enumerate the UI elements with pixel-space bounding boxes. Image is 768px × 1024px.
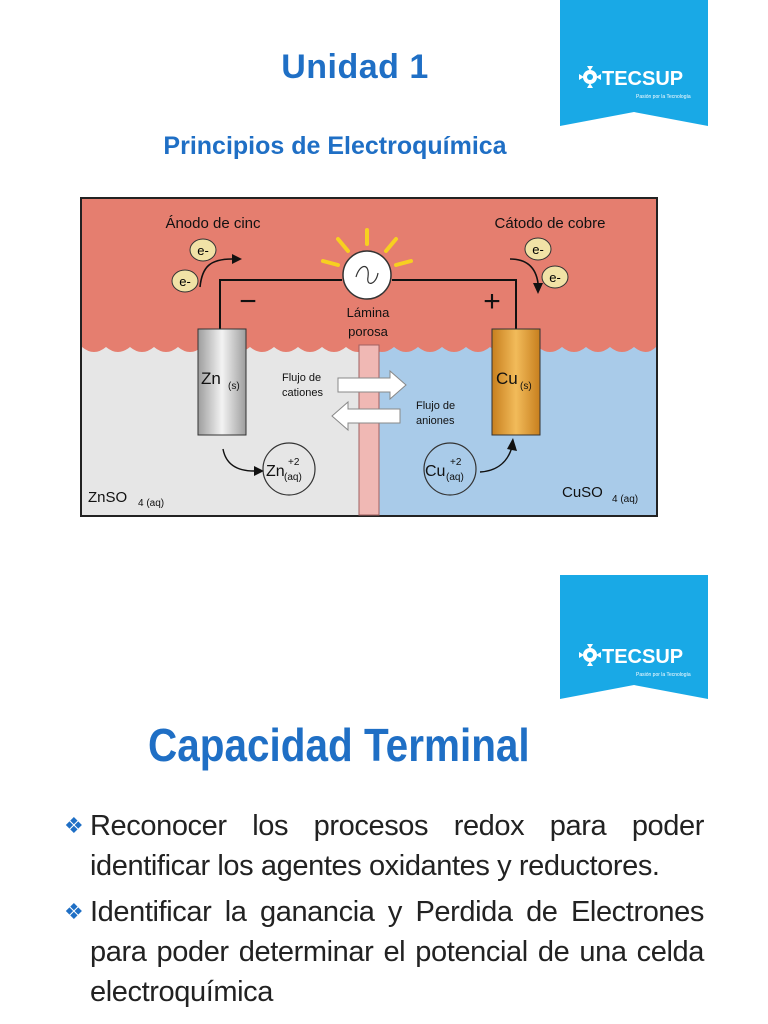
copper-electrode-state: (s) [520, 381, 532, 392]
left-solution-sub: 4 (aq) [138, 498, 164, 509]
svg-text:Zn: Zn [266, 463, 285, 480]
tecsup-logo-tagline-2: Pasión por la Tecnología [636, 672, 691, 678]
bullet-text: Identificar la ganancia y Perdida de Ele… [90, 896, 704, 1008]
bullet-list: ❖ Reconocer los procesos redox para pode… [64, 806, 704, 1018]
electron-right-1: e- [524, 237, 552, 261]
plus-sign: + [483, 285, 501, 318]
bullet-item: ❖ Reconocer los procesos redox para pode… [64, 806, 704, 886]
tecsup-logo-tab-2: TECSUP Pasión por la Tecnología [560, 575, 708, 703]
copper-electrode [491, 328, 541, 436]
tecsup-logo-icon [579, 66, 601, 88]
svg-text:e-: e- [197, 243, 209, 258]
slide-unit-1: TECSUP Pasión por la Tecnología Unidad 1… [80, 0, 708, 522]
diamond-bullet-icon: ❖ [64, 813, 84, 838]
copper-electrode-label: Cu [496, 369, 518, 388]
unit-title: Unidad 1 [281, 48, 429, 86]
electrochemical-cell-diagram: Ánodo de cinc Cátodo de cobre e- e- e- e… [80, 197, 658, 522]
electron-left-2: e- [171, 269, 199, 293]
svg-text:e-: e- [532, 242, 544, 257]
svg-text:Cu: Cu [425, 463, 445, 480]
anion-flow-arrow [331, 400, 401, 432]
membrane-label-1: Lámina [347, 305, 390, 320]
electron-left-1: e- [189, 238, 217, 262]
cation-flow-label-2: cationes [282, 387, 323, 399]
capacidad-terminal-title: Capacidad Terminal [148, 719, 530, 771]
diamond-bullet-icon: ❖ [64, 899, 84, 924]
left-solution-label: ZnSO [88, 489, 127, 506]
unit-subtitle: Principios de Electroquímica [163, 132, 507, 160]
tecsup-logo-tagline: Pasión por la Tecnología [636, 94, 691, 100]
light-bulb-icon [321, 228, 413, 300]
cathode-label: Cátodo de cobre [495, 215, 606, 232]
svg-text:e-: e- [179, 274, 191, 289]
cation-flow-label-1: Flujo de [282, 372, 321, 384]
porous-membrane [358, 344, 380, 516]
svg-text:(aq): (aq) [446, 472, 464, 483]
electron-right-2: e- [541, 265, 569, 289]
slide-capacidad-terminal: TECSUP Pasión por la Tecnología [0, 560, 768, 1024]
tecsup-logo-text-2: TECSUP [602, 646, 683, 668]
bullet-item: ❖ Identificar la ganancia y Perdida de E… [64, 892, 704, 1012]
right-solution-sub: 4 (aq) [612, 494, 638, 505]
zinc-electrode-label: Zn [201, 369, 221, 388]
minus-sign: − [239, 285, 257, 318]
cation-flow-arrow [337, 369, 407, 401]
tecsup-logo-icon-2 [579, 644, 601, 666]
zinc-electrode-state: (s) [228, 381, 240, 392]
zinc-ion [262, 442, 316, 496]
tecsup-logo-tab: TECSUP Pasión por la Tecnología [560, 0, 708, 130]
anion-flow-label-2: aniones [416, 415, 455, 427]
anode-label: Ánodo de cinc [165, 215, 261, 232]
zinc-electrode [197, 328, 247, 436]
right-solution-label: CuSO [562, 484, 603, 501]
bullet-text: Reconocer los procesos redox para poder … [90, 810, 704, 882]
svg-text:+2: +2 [450, 457, 462, 468]
svg-text:+2: +2 [288, 457, 300, 468]
svg-text:e-: e- [549, 270, 561, 285]
copper-ion [423, 442, 477, 496]
membrane-label-2: porosa [348, 324, 389, 339]
tecsup-logo-text: TECSUP [602, 68, 683, 90]
anion-flow-label-1: Flujo de [416, 400, 455, 412]
svg-text:(aq): (aq) [284, 472, 302, 483]
